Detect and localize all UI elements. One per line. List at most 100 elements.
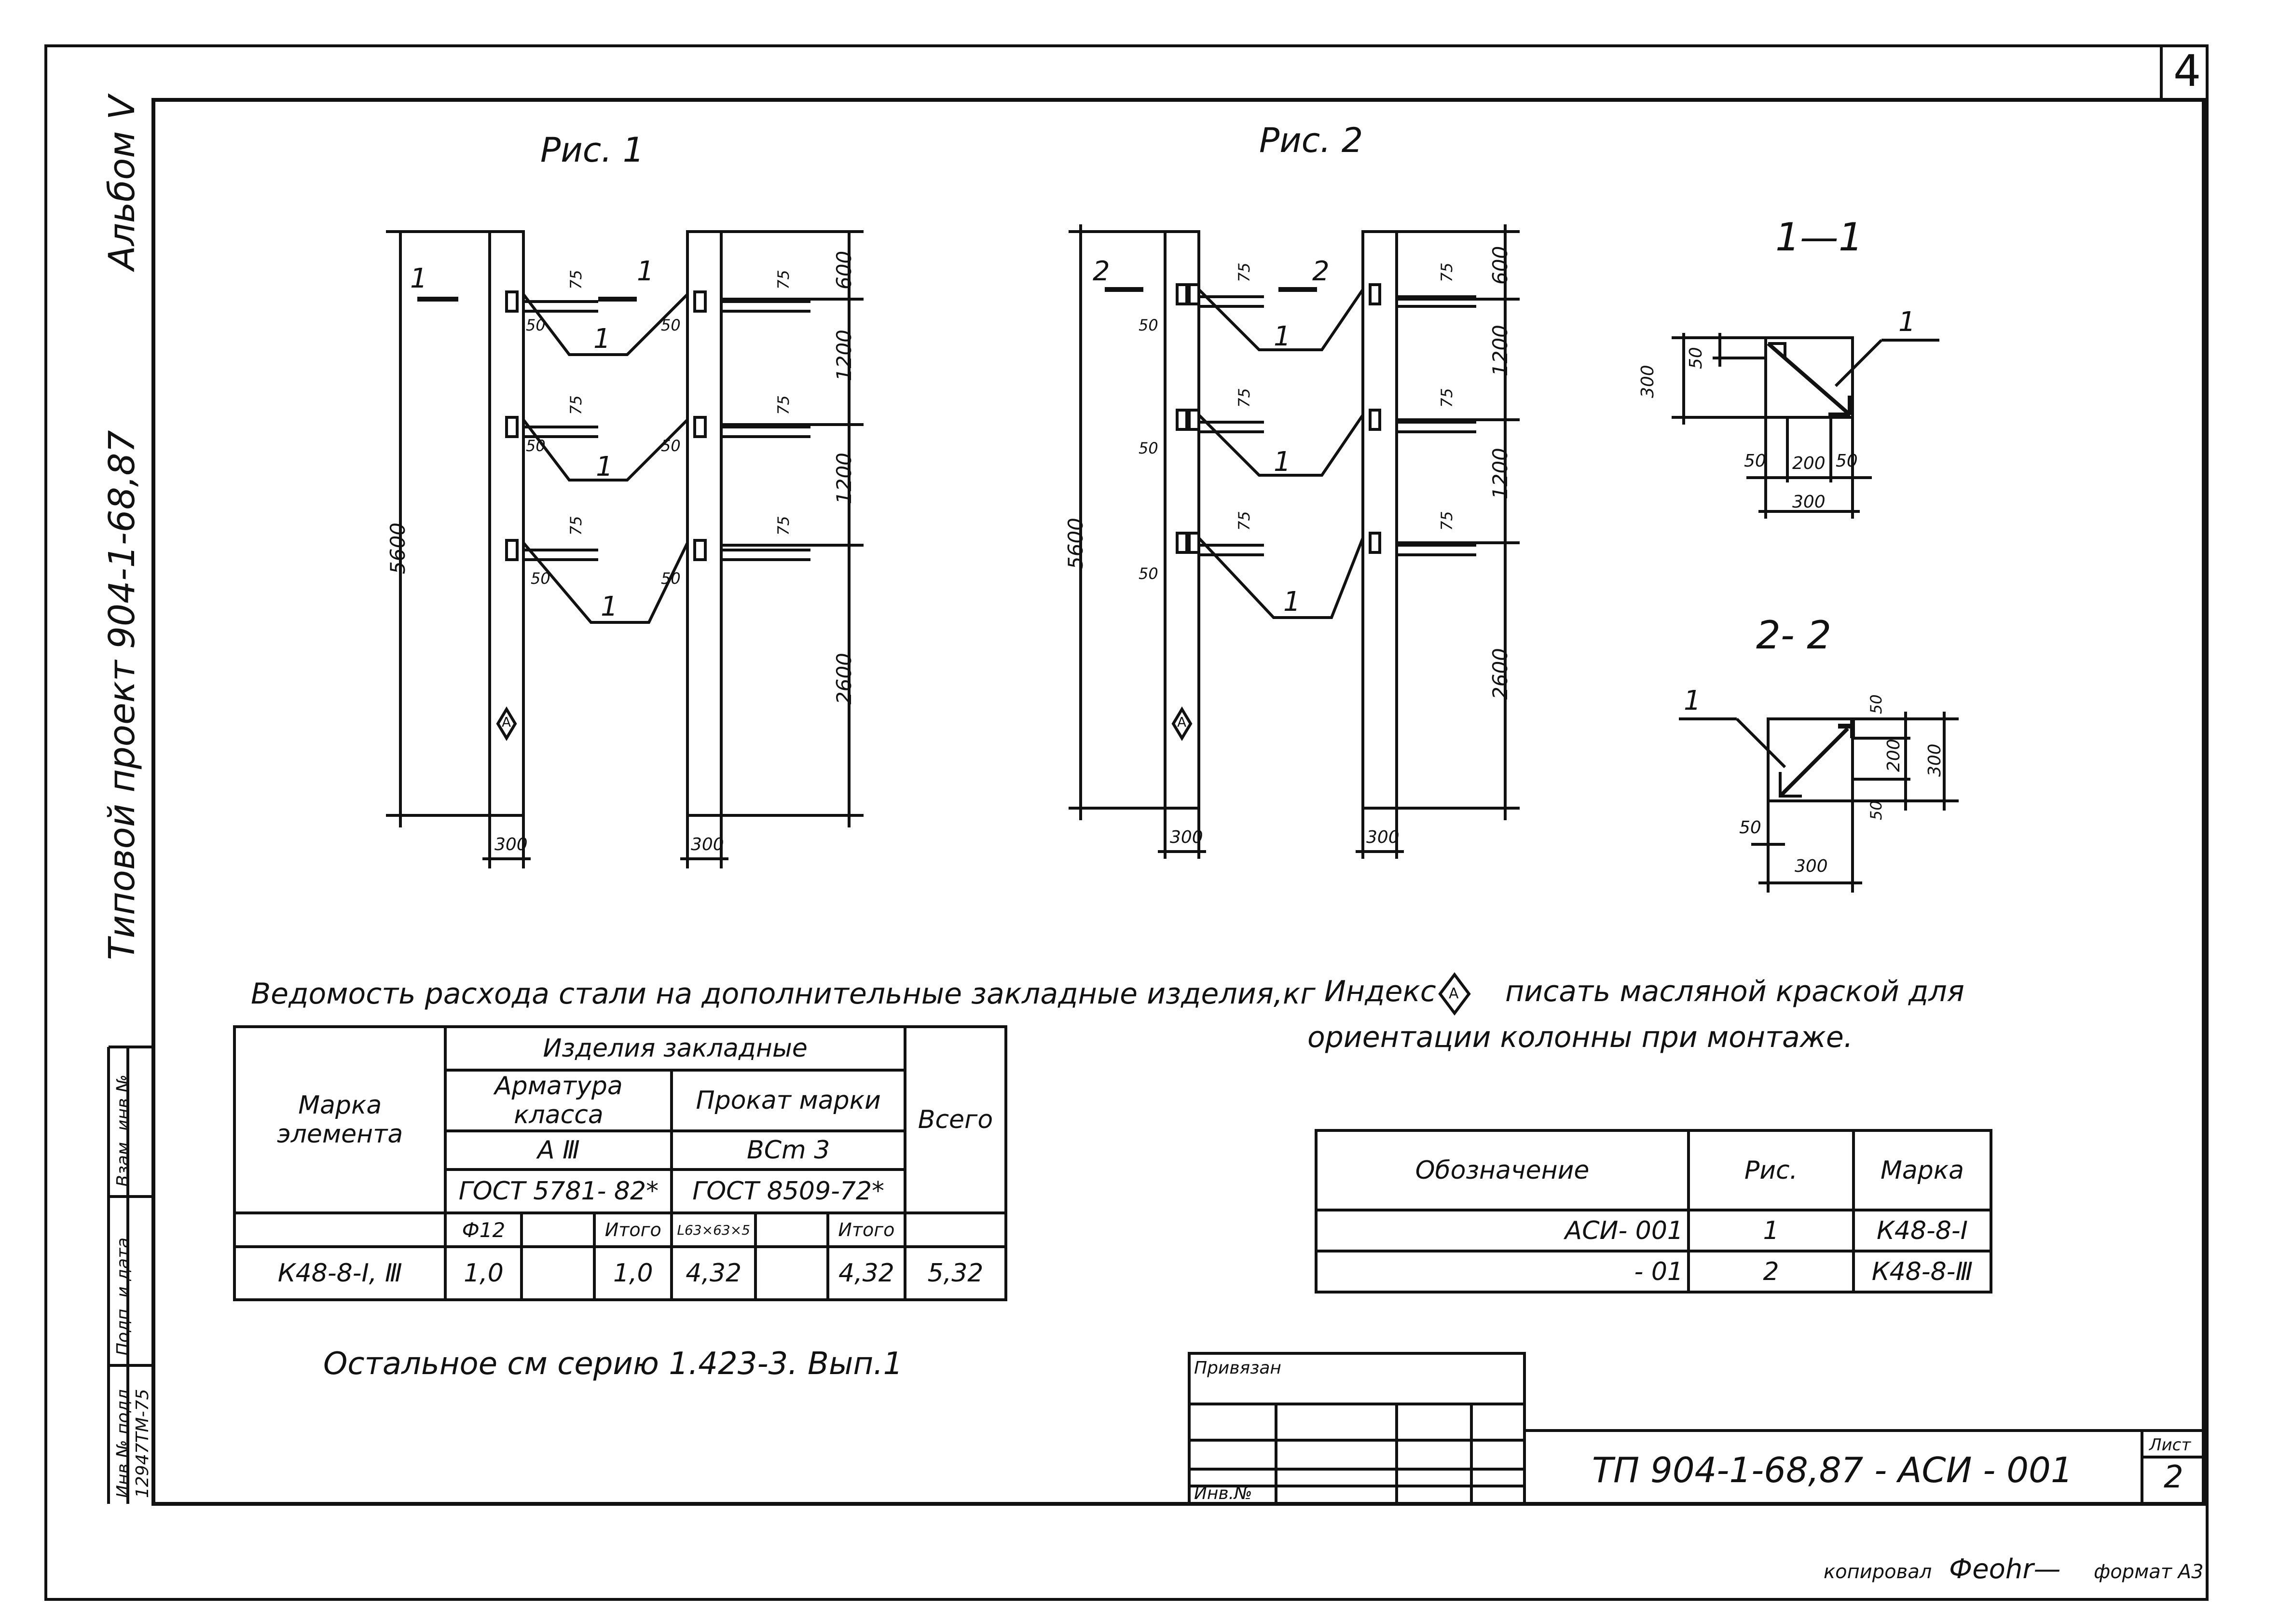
note-index-symbol: A — [1449, 985, 1459, 1002]
desig-row2-fig: 2 — [1687, 1250, 1855, 1294]
section22-dim-50-left: 50 — [1739, 818, 1761, 838]
fig1-dim-300-right: 300 — [691, 835, 724, 854]
section11-dim-300-bottom: 300 — [1792, 492, 1826, 512]
fig1-dim-50c: 50 — [526, 437, 546, 455]
section22-dim-300-bottom: 300 — [1795, 856, 1828, 876]
fig2-pos-1c: 1 — [1283, 586, 1301, 618]
section22-dim-50-top: 50 — [1867, 694, 1885, 714]
strip-inv-number: 12947ТМ-75 — [133, 1389, 152, 1498]
title-inv: Инв.№ — [1194, 1484, 1252, 1503]
fig1-dim-50b: 50 — [661, 316, 681, 334]
fig1-dim-75e: 75 — [567, 516, 585, 536]
fig1-dim-75b: 75 — [774, 270, 793, 289]
note-other: Остальное см серию 1.423-3. Вып.1 — [323, 1346, 903, 1382]
section22-title: 2- 2 — [1756, 613, 1832, 658]
steel-row-c2 — [520, 1245, 596, 1301]
fig2-dim-1200a: 1200 — [1488, 325, 1512, 376]
fig2-dim-300-left: 300 — [1170, 827, 1203, 847]
fig2-dim-75c: 75 — [1235, 388, 1253, 408]
fig1-dim-1200b: 1200 — [832, 453, 856, 504]
fig1-dim-600: 600 — [832, 250, 856, 289]
title-attached: Привязан — [1194, 1358, 1281, 1378]
fig1-bars — [505, 290, 810, 624]
steel-table: Марка элемента Изделия закладные Всего А… — [233, 1025, 1008, 1301]
desig-row1-designation: АСИ- 001 — [1315, 1209, 1690, 1252]
fig2-title: Рис. 2 — [1259, 121, 1363, 160]
strip-inv-orig: Инв.№ подл. — [113, 1384, 133, 1498]
fig1-pos-1b: 1 — [596, 451, 613, 482]
fig2-dim-5600: 5600 — [1064, 518, 1087, 569]
section22-square — [1767, 717, 1854, 802]
fig2-dim-300-right: 300 — [1366, 827, 1400, 847]
fig2-bars — [1176, 283, 1476, 619]
title-attached-box — [1188, 1352, 1526, 1505]
steel-h-gost2: ГОСТ 8509-72* — [670, 1168, 906, 1214]
steel-table-caption: Ведомость расхода стали на дополнительны… — [251, 977, 1316, 1011]
section11-dim-50-left: 50 — [1686, 347, 1706, 369]
fig1-mark-1a: 1 — [410, 263, 427, 294]
note-index-diamond — [1438, 972, 1471, 1016]
steel-h-rebar-class: A Ⅲ — [444, 1129, 673, 1171]
steel-row-itogo2: 4,32 — [826, 1245, 906, 1301]
designation-table: Обозначение Рис. Марка АСИ- 001 1 К48-8-… — [1315, 1129, 1992, 1294]
title-sheet-no: 2 — [2164, 1459, 2183, 1495]
inner-frame — [151, 98, 2206, 1506]
note-index-after: писать масляной краской для — [1505, 975, 1964, 1008]
fig1-dim-75f: 75 — [774, 516, 793, 536]
steel-h-total: Всего — [903, 1025, 1008, 1214]
fig1-column-left — [488, 230, 525, 817]
fig1-index-diamond — [496, 706, 517, 741]
fig2-dim-75b: 75 — [1438, 262, 1456, 282]
strip-replace-inv: Взам. инв.№ — [113, 1074, 133, 1187]
steel-h-itogo1: Итого — [593, 1211, 673, 1248]
project-label: Типовой проект 904-1-68,87 — [101, 430, 143, 960]
fig1-pos-1a: 1 — [593, 323, 611, 355]
album-label: Альбом V — [101, 95, 143, 270]
fig1-dim-50a: 50 — [526, 316, 546, 334]
fig1-dim-2600: 2600 — [832, 653, 856, 704]
steel-h-rolled: Прокат марки — [670, 1069, 906, 1132]
steel-row-angle: 4,32 — [670, 1245, 757, 1301]
steel-row-itogo1: 1,0 — [593, 1245, 673, 1301]
fig1-dim-5600: 5600 — [386, 523, 410, 574]
fig2-mark-2a: 2 — [1093, 256, 1110, 287]
footer-copied: копировал — [1824, 1561, 1932, 1583]
fig2-column-left — [1164, 230, 1200, 810]
fig2-mark-2b: 2 — [1312, 256, 1330, 287]
steel-row-total: 5,32 — [903, 1245, 1008, 1301]
fig2-dim-1200b: 1200 — [1488, 448, 1512, 499]
steel-h-phi12: Ф12 — [444, 1211, 523, 1248]
note-index-before: Индекс — [1324, 975, 1436, 1008]
fig2-index-diamond — [1171, 706, 1193, 741]
desig-h-fig: Рис. — [1687, 1129, 1855, 1211]
steel-h-rolled-grade: BCm 3 — [670, 1129, 906, 1171]
desig-row1-fig: 1 — [1687, 1209, 1855, 1252]
fig2-dim-2600: 2600 — [1488, 648, 1512, 700]
fig2-dim-50b: 50 — [1139, 439, 1158, 457]
outer-frame — [44, 44, 2209, 1601]
fig2-index-letter: A — [1177, 714, 1187, 730]
desig-row2-designation: - 01 — [1315, 1250, 1690, 1294]
title-code: ТП 904-1-68,87 - АСИ - 001 — [1592, 1450, 2073, 1490]
fig2-pos-1b: 1 — [1274, 446, 1291, 478]
desig-row1-mark: К48-8-I — [1852, 1209, 1992, 1252]
section11-square — [1764, 336, 1854, 419]
steel-h-rebar: Арматура класса — [444, 1069, 673, 1132]
fig2-pos-1a: 1 — [1274, 321, 1291, 352]
fig2-dim-75f: 75 — [1438, 511, 1456, 531]
fig2-dim-600: 600 — [1488, 246, 1512, 285]
fig2-dim-75a: 75 — [1235, 262, 1253, 282]
fig1-dim-50e: 50 — [531, 569, 550, 588]
fig1-dim-75c: 75 — [567, 395, 585, 415]
steel-h-itogo2: Итого — [826, 1211, 906, 1248]
fig1-dim-75d: 75 — [774, 395, 793, 415]
fig1-column-right — [686, 230, 723, 817]
section22-dim-300: 300 — [1925, 743, 1945, 777]
section11-dim-300-left: 300 — [1638, 365, 1658, 398]
section22-pos: 1 — [1684, 685, 1701, 716]
desig-row2-mark: К48-8-Ⅲ — [1852, 1250, 1992, 1294]
fig1-index-letter: A — [502, 714, 511, 730]
steel-row-c5 — [754, 1245, 829, 1301]
fig2-dim-50c: 50 — [1139, 564, 1158, 583]
